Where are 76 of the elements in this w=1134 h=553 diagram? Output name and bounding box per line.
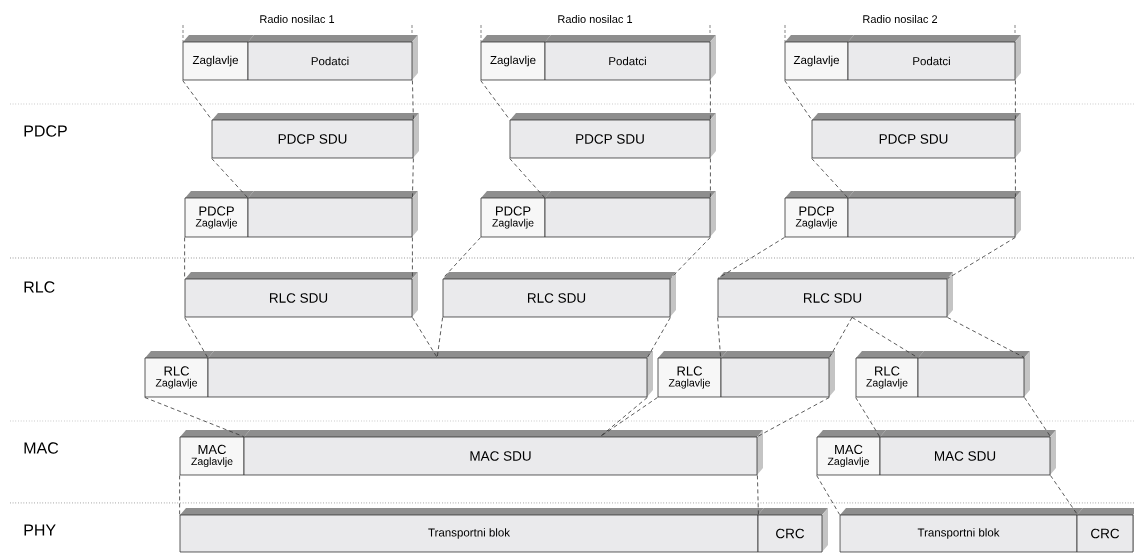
mapping-line xyxy=(784,80,812,120)
mapping-line xyxy=(670,237,711,279)
packet-field: PDCP SDU xyxy=(509,113,716,159)
packet-field: PDCP SDU xyxy=(211,113,419,159)
mapping-line xyxy=(412,237,413,279)
mapping-line xyxy=(412,158,414,198)
header-field: PDCP Zaglavlje xyxy=(784,191,854,238)
packet-field: MAC SDU xyxy=(243,430,763,476)
mapping-line xyxy=(480,80,510,120)
mapping-line xyxy=(1015,158,1016,198)
layer-label: RLC xyxy=(24,281,55,293)
packet-field: RLC SDU xyxy=(184,272,418,318)
header-field: MAC Zaglavlje xyxy=(816,430,886,476)
header-field: Zaglavlje xyxy=(784,35,854,81)
header-field: MAC Zaglavlje xyxy=(179,430,250,476)
packet-field xyxy=(544,191,716,238)
mapping-line xyxy=(412,80,414,120)
mapping-line xyxy=(710,80,711,120)
mapping-line xyxy=(947,237,1016,279)
packet-field xyxy=(847,191,1021,238)
header-field: Zaglavlje xyxy=(182,35,254,81)
mapping-line xyxy=(509,158,545,198)
mapping-line xyxy=(144,397,244,437)
layer-label: MAC xyxy=(24,442,59,454)
mapping-line xyxy=(599,397,648,437)
layer-label: PHY xyxy=(24,524,56,536)
mapping-line xyxy=(757,475,759,515)
header-field: PDCP Zaglavlje xyxy=(184,191,254,238)
mapping-line xyxy=(211,158,248,198)
mapping-line xyxy=(816,475,840,515)
packet-field: Podatci xyxy=(847,35,1021,81)
packet-field: MAC SDU xyxy=(879,430,1056,476)
packet-field: PDCP SDU xyxy=(811,113,1021,159)
mapping-line xyxy=(1050,475,1078,515)
bearer-label: Radio nosilac 2 xyxy=(863,14,938,24)
mapping-line xyxy=(599,397,658,437)
mapping-line xyxy=(179,475,180,515)
packet-field: RLC SDU xyxy=(442,272,676,318)
mapping-line xyxy=(412,317,438,358)
packet-field: Transportni blok xyxy=(179,508,764,553)
mapping-line xyxy=(1015,80,1016,120)
packet-field xyxy=(917,351,1030,398)
node-label: Transportni blok xyxy=(428,528,511,539)
node-label: Transportni blok xyxy=(917,528,1000,539)
header-field: Zaglavlje xyxy=(480,35,551,81)
bearer-label: Radio nosilac 1 xyxy=(558,14,633,24)
mapping-line xyxy=(182,80,212,120)
packet-field: RLC SDU xyxy=(717,272,953,318)
packet-field: Podatci xyxy=(544,35,716,81)
mapping-line xyxy=(811,158,848,198)
mapping-line xyxy=(184,317,208,358)
packet-field xyxy=(207,351,653,398)
packet-field: Podatci xyxy=(247,35,418,81)
header-field: RLC Zaglavlje xyxy=(855,351,924,398)
packet-field xyxy=(247,191,418,238)
mapping-line xyxy=(647,317,671,358)
header-field: RLC Zaglavlje xyxy=(144,351,214,398)
mapping-line xyxy=(855,397,880,437)
packet-field: Transportni blok xyxy=(839,508,1083,553)
header-field: PDCP Zaglavlje xyxy=(480,191,551,238)
mapping-line xyxy=(710,158,711,198)
mapping-line xyxy=(436,317,443,358)
mapping-line xyxy=(757,397,830,437)
packet-field: CRC xyxy=(757,508,828,553)
mapping-line xyxy=(851,317,918,358)
mapping-line xyxy=(717,237,785,279)
mapping-line xyxy=(717,317,721,358)
packet-field xyxy=(720,351,835,398)
mapping-line xyxy=(184,237,185,279)
mapping-line xyxy=(829,317,853,358)
layer-label: PDCP xyxy=(24,125,67,137)
mapping-line xyxy=(1024,397,1051,437)
bearer-label: Radio nosilac 1 xyxy=(260,14,335,24)
header-field: RLC Zaglavlje xyxy=(657,351,727,398)
packet-field: CRC xyxy=(1076,508,1134,553)
mapping-line xyxy=(442,237,481,279)
